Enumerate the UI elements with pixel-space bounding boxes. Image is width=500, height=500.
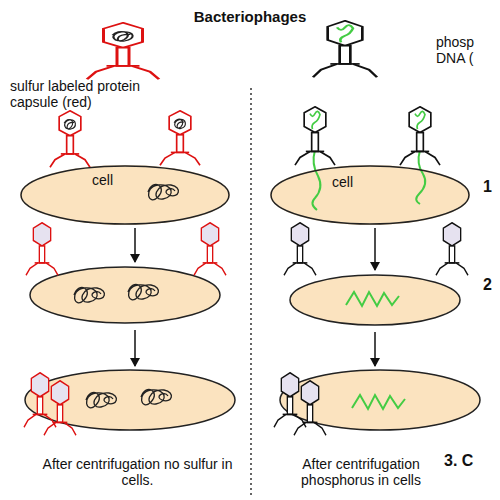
diagram-title: Bacteriophages xyxy=(150,9,350,25)
callout-number: 3. C xyxy=(444,452,496,470)
cell-label: cell xyxy=(332,174,353,190)
label-text: phosp DNA ( xyxy=(436,34,494,66)
cell-outline xyxy=(271,166,469,224)
cell-ellipse: cell xyxy=(20,165,230,225)
cell-ellipse: cell xyxy=(270,165,470,225)
callout-number: 1 xyxy=(483,178,497,196)
callout-number: 2 xyxy=(483,276,497,294)
cell-outline xyxy=(270,165,470,225)
cell-outline xyxy=(21,166,229,224)
cell-label: cell xyxy=(92,172,113,188)
label-text: sulfur labeled protein capsule (red) xyxy=(10,78,160,110)
caption-text: After centrifugation no sulfur in cells. xyxy=(40,456,235,488)
caption-text: After centrifugation phosphorus in cells xyxy=(276,456,446,488)
cell-outline xyxy=(20,165,230,225)
